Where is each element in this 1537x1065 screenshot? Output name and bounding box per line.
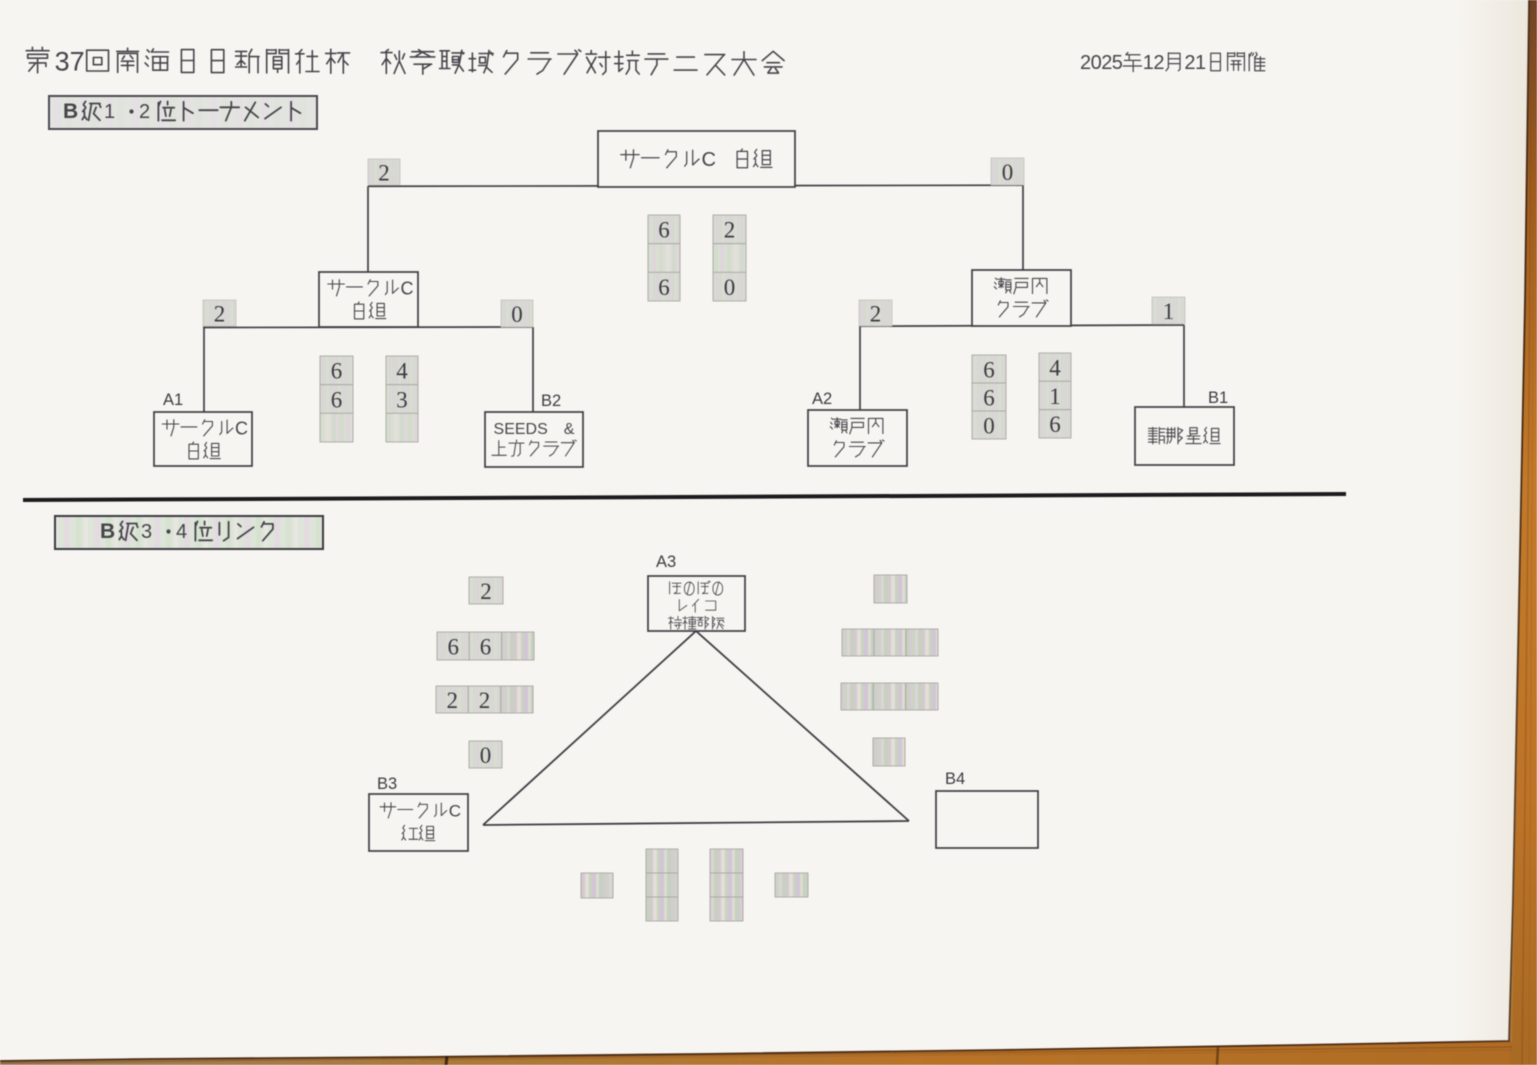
svg-text:B2: B2: [541, 392, 561, 410]
svg-text:2: 2: [214, 301, 226, 326]
svg-text:2: 2: [1080, 52, 1091, 74]
svg-text:3: 3: [55, 46, 70, 76]
svg-text:1: 1: [104, 101, 115, 123]
svg-text:A1: A1: [163, 391, 183, 409]
svg-text:SEEDS &: SEEDS &: [494, 421, 575, 438]
svg-text:1: 1: [1049, 384, 1061, 409]
svg-text:1: 1: [1163, 299, 1175, 324]
svg-text:0: 0: [1091, 52, 1102, 74]
svg-text:2: 2: [446, 688, 458, 713]
svg-text:2: 2: [724, 218, 736, 243]
svg-text:2: 2: [1101, 52, 1112, 74]
svg-text:3: 3: [141, 521, 152, 543]
svg-text:C: C: [235, 419, 248, 439]
svg-text:6: 6: [447, 634, 459, 659]
svg-text:0: 0: [983, 413, 995, 438]
svg-text:6: 6: [1049, 412, 1061, 437]
svg-text:2: 2: [1184, 52, 1195, 74]
svg-text:2: 2: [1153, 52, 1164, 74]
svg-text:B4: B4: [945, 770, 965, 788]
svg-text:6: 6: [480, 634, 492, 659]
svg-text:6: 6: [658, 218, 670, 243]
svg-text:B: B: [100, 520, 115, 543]
svg-text:B1: B1: [1208, 389, 1228, 407]
svg-text:C: C: [449, 802, 461, 821]
svg-text:5: 5: [1112, 52, 1123, 74]
svg-text:2: 2: [479, 688, 491, 713]
svg-text:6: 6: [983, 385, 995, 410]
svg-text:2: 2: [139, 101, 150, 123]
svg-text:4: 4: [396, 359, 408, 384]
svg-text:6: 6: [983, 357, 995, 382]
svg-text:7: 7: [70, 46, 85, 76]
svg-text:6: 6: [331, 387, 343, 412]
svg-text:4: 4: [1049, 355, 1061, 380]
svg-text:6: 6: [331, 359, 343, 384]
svg-text:1: 1: [1195, 52, 1206, 74]
svg-text:A2: A2: [812, 390, 832, 408]
svg-text:C: C: [401, 279, 414, 299]
svg-text:1: 1: [1143, 52, 1154, 74]
svg-text:C: C: [702, 149, 716, 171]
svg-text:0: 0: [724, 275, 736, 300]
svg-text:B: B: [63, 100, 78, 123]
svg-text:6: 6: [658, 275, 670, 300]
svg-text:4: 4: [176, 521, 187, 543]
svg-text:0: 0: [1002, 160, 1014, 185]
svg-text:2: 2: [870, 301, 882, 326]
svg-text:2: 2: [378, 160, 390, 185]
svg-text:3: 3: [396, 387, 408, 412]
svg-text:0: 0: [480, 743, 492, 768]
svg-text:B3: B3: [377, 775, 397, 793]
svg-text:2: 2: [480, 579, 492, 604]
svg-text:A3: A3: [656, 553, 676, 571]
svg-text:0: 0: [511, 302, 523, 327]
